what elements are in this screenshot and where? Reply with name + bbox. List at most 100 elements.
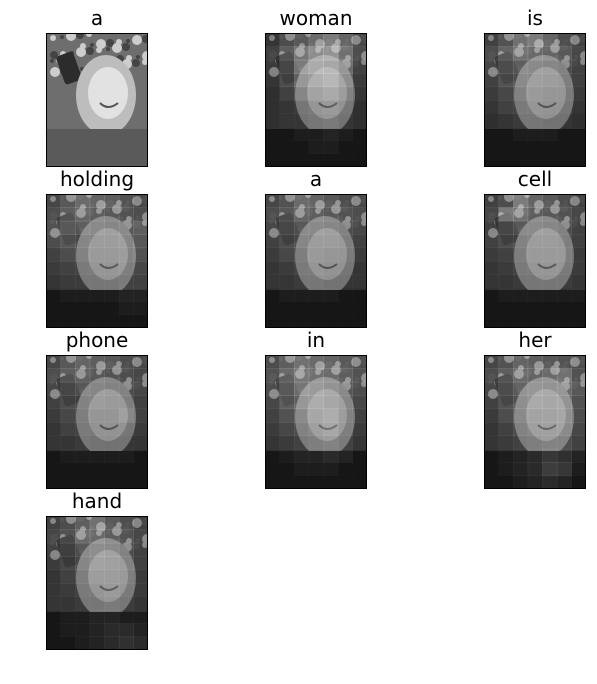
attention-cell (308, 368, 324, 383)
attention-cell (265, 73, 281, 88)
attention-cell (61, 301, 76, 315)
attention-cell (294, 59, 310, 74)
attention-cell (60, 596, 76, 611)
attention-cell (337, 220, 353, 235)
attention-cell (571, 127, 586, 141)
attention-cell (484, 476, 499, 489)
attention-cell (484, 220, 500, 235)
image-border (46, 516, 148, 650)
attention-cell (499, 154, 514, 167)
texture-speck (504, 355, 514, 363)
attention-cell (542, 274, 558, 289)
attention-cell (308, 126, 324, 141)
attention-cell (499, 476, 514, 489)
attention-cell (294, 381, 310, 396)
attention-cell (308, 381, 324, 396)
texture-speck (269, 67, 279, 77)
texture-speck (564, 361, 568, 365)
attention-cell (60, 234, 76, 249)
attention-cell (337, 408, 353, 423)
attention-cell (75, 207, 91, 222)
attention-cell (265, 87, 280, 101)
texture-speck (550, 43, 560, 53)
attention-cell (542, 261, 558, 275)
texture-speck (544, 47, 548, 51)
attention-cell (133, 315, 148, 328)
texture-speck (285, 194, 295, 202)
texture-speck (66, 516, 76, 524)
attention-cell (104, 636, 120, 650)
attention-cell (75, 596, 91, 611)
attention-cell (294, 287, 310, 302)
texture-speck (299, 204, 305, 210)
attention-cell (513, 220, 529, 235)
texture-speck (544, 361, 552, 369)
texture-speck (574, 55, 578, 59)
texture-speck (50, 35, 56, 41)
attention-cell (323, 126, 339, 141)
attention-cell (89, 287, 105, 302)
attention-cell (352, 462, 367, 476)
texture-speck (361, 220, 367, 226)
attention-cell (556, 381, 572, 396)
attention-cell (527, 247, 543, 262)
attention-cell (133, 556, 148, 571)
texture-speck (76, 33, 84, 39)
attention-cell (352, 408, 367, 423)
lower-region (46, 290, 148, 328)
texture-speck (50, 381, 54, 385)
attention-cell (484, 435, 500, 450)
attention-cell (133, 569, 148, 584)
attention-cell (104, 315, 119, 328)
texture-speck (331, 365, 341, 375)
attention-cell (118, 435, 134, 450)
attention-cell (104, 556, 120, 571)
attention-cell (133, 583, 148, 597)
texture-speck (50, 67, 60, 77)
attention-cell (46, 596, 62, 611)
smile-shape (99, 585, 119, 591)
attention-cell (75, 476, 90, 489)
attention-cell (104, 368, 120, 383)
attention-cell (308, 59, 324, 74)
attention-cell (542, 73, 558, 88)
texture-speck (136, 55, 140, 59)
attention-cell (308, 140, 324, 155)
texture-speck (112, 43, 122, 53)
lower-region (484, 451, 586, 489)
attention-cell (118, 261, 134, 275)
attention-cell (60, 247, 76, 262)
texture-speck (554, 200, 560, 206)
attention-cell (133, 623, 148, 638)
attention-cell (265, 288, 280, 302)
texture-speck (60, 35, 64, 39)
attention-cell (280, 127, 295, 141)
texture-speck (564, 55, 570, 61)
attention-cell (527, 435, 543, 450)
attention-cell (133, 476, 148, 489)
texture-speck (514, 47, 524, 57)
texture-speck (142, 35, 148, 43)
attention-cell (294, 220, 310, 235)
attention-cell (527, 475, 543, 489)
panel-word: woman (279, 6, 353, 30)
attention-cell (75, 448, 91, 463)
attention-cell (498, 274, 514, 289)
face-shape (88, 228, 128, 280)
attention-cell (557, 315, 572, 328)
attention-cell (294, 140, 309, 154)
attention-cell (89, 395, 105, 410)
attention-cell (118, 301, 134, 316)
attention-cell (527, 100, 543, 114)
attention-cell (513, 355, 529, 369)
attention-cell (265, 435, 281, 450)
attention-cell (118, 636, 134, 650)
attention-cell (104, 287, 120, 302)
texture-speck (142, 373, 148, 383)
attention-cell (279, 207, 295, 222)
panel-word: a (309, 167, 323, 191)
texture-speck (60, 196, 64, 200)
attention-cell (571, 261, 586, 275)
attention-cell (556, 194, 572, 208)
attention-cell (556, 247, 572, 262)
